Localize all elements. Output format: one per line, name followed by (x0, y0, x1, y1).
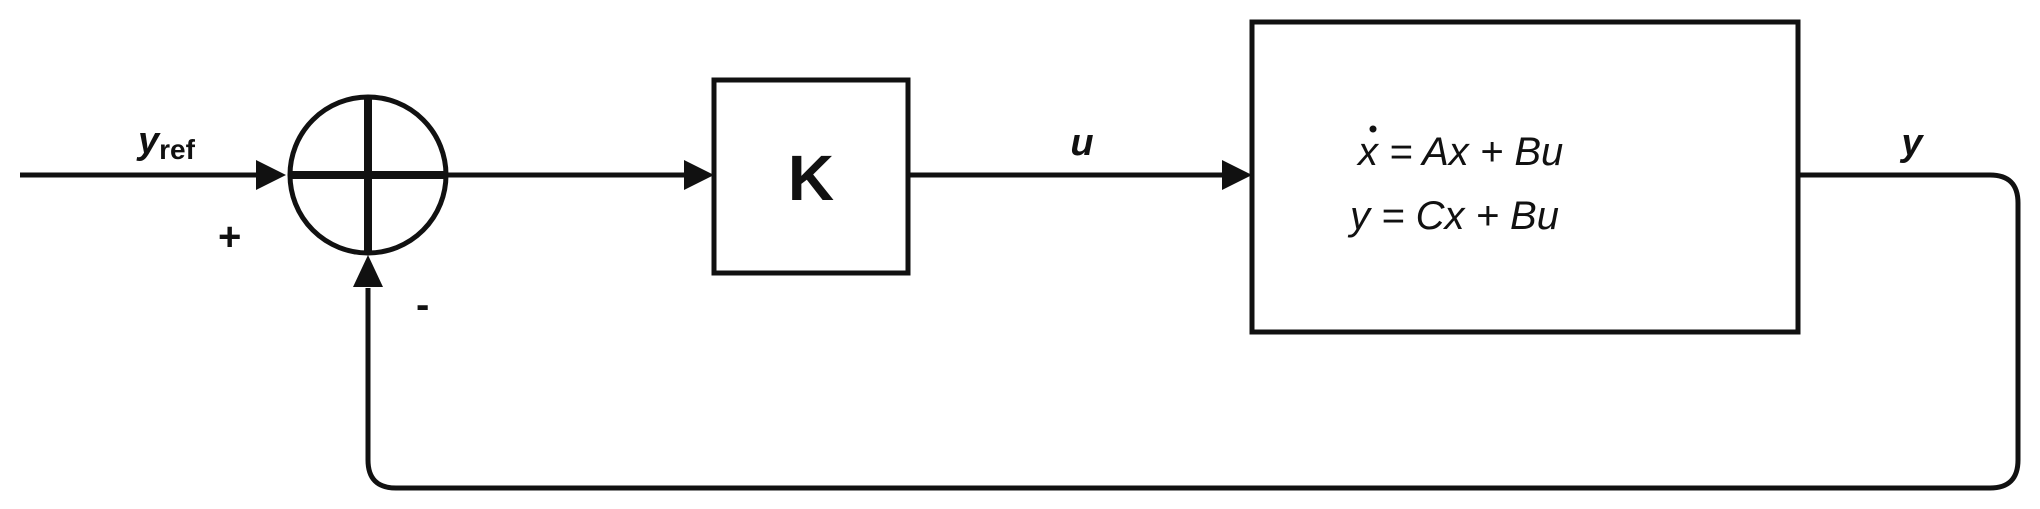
control-signal-label: u (1070, 122, 1093, 164)
reference-signal-label: yref (136, 120, 196, 165)
control-signal-arrowhead (1222, 160, 1252, 190)
reference-signal-symbol: y (136, 120, 161, 162)
reference-signal-subscript: ref (159, 134, 195, 165)
state-derivative-dot (1369, 125, 1377, 133)
output-equation: y = Cx + Bu (1347, 194, 1559, 238)
state-equation-rhs: = Ax + Bu (1378, 130, 1563, 174)
reference-input-arrowhead (256, 160, 286, 190)
plant-block (1249, 19, 1801, 335)
controller-block (711, 77, 911, 276)
plus-sign-label: + (218, 215, 241, 259)
feedback-arrowhead (353, 255, 383, 287)
output-feedback-path (365, 172, 2021, 491)
output-signal-label: y (1899, 122, 1924, 164)
state-equation-lhs: x (1356, 130, 1380, 174)
minus-sign-label: - (416, 283, 429, 327)
error-signal-arrowhead (684, 160, 714, 190)
controller-gain-label: K (788, 142, 834, 214)
state-equation: x = Ax + Bu (1356, 130, 1563, 174)
